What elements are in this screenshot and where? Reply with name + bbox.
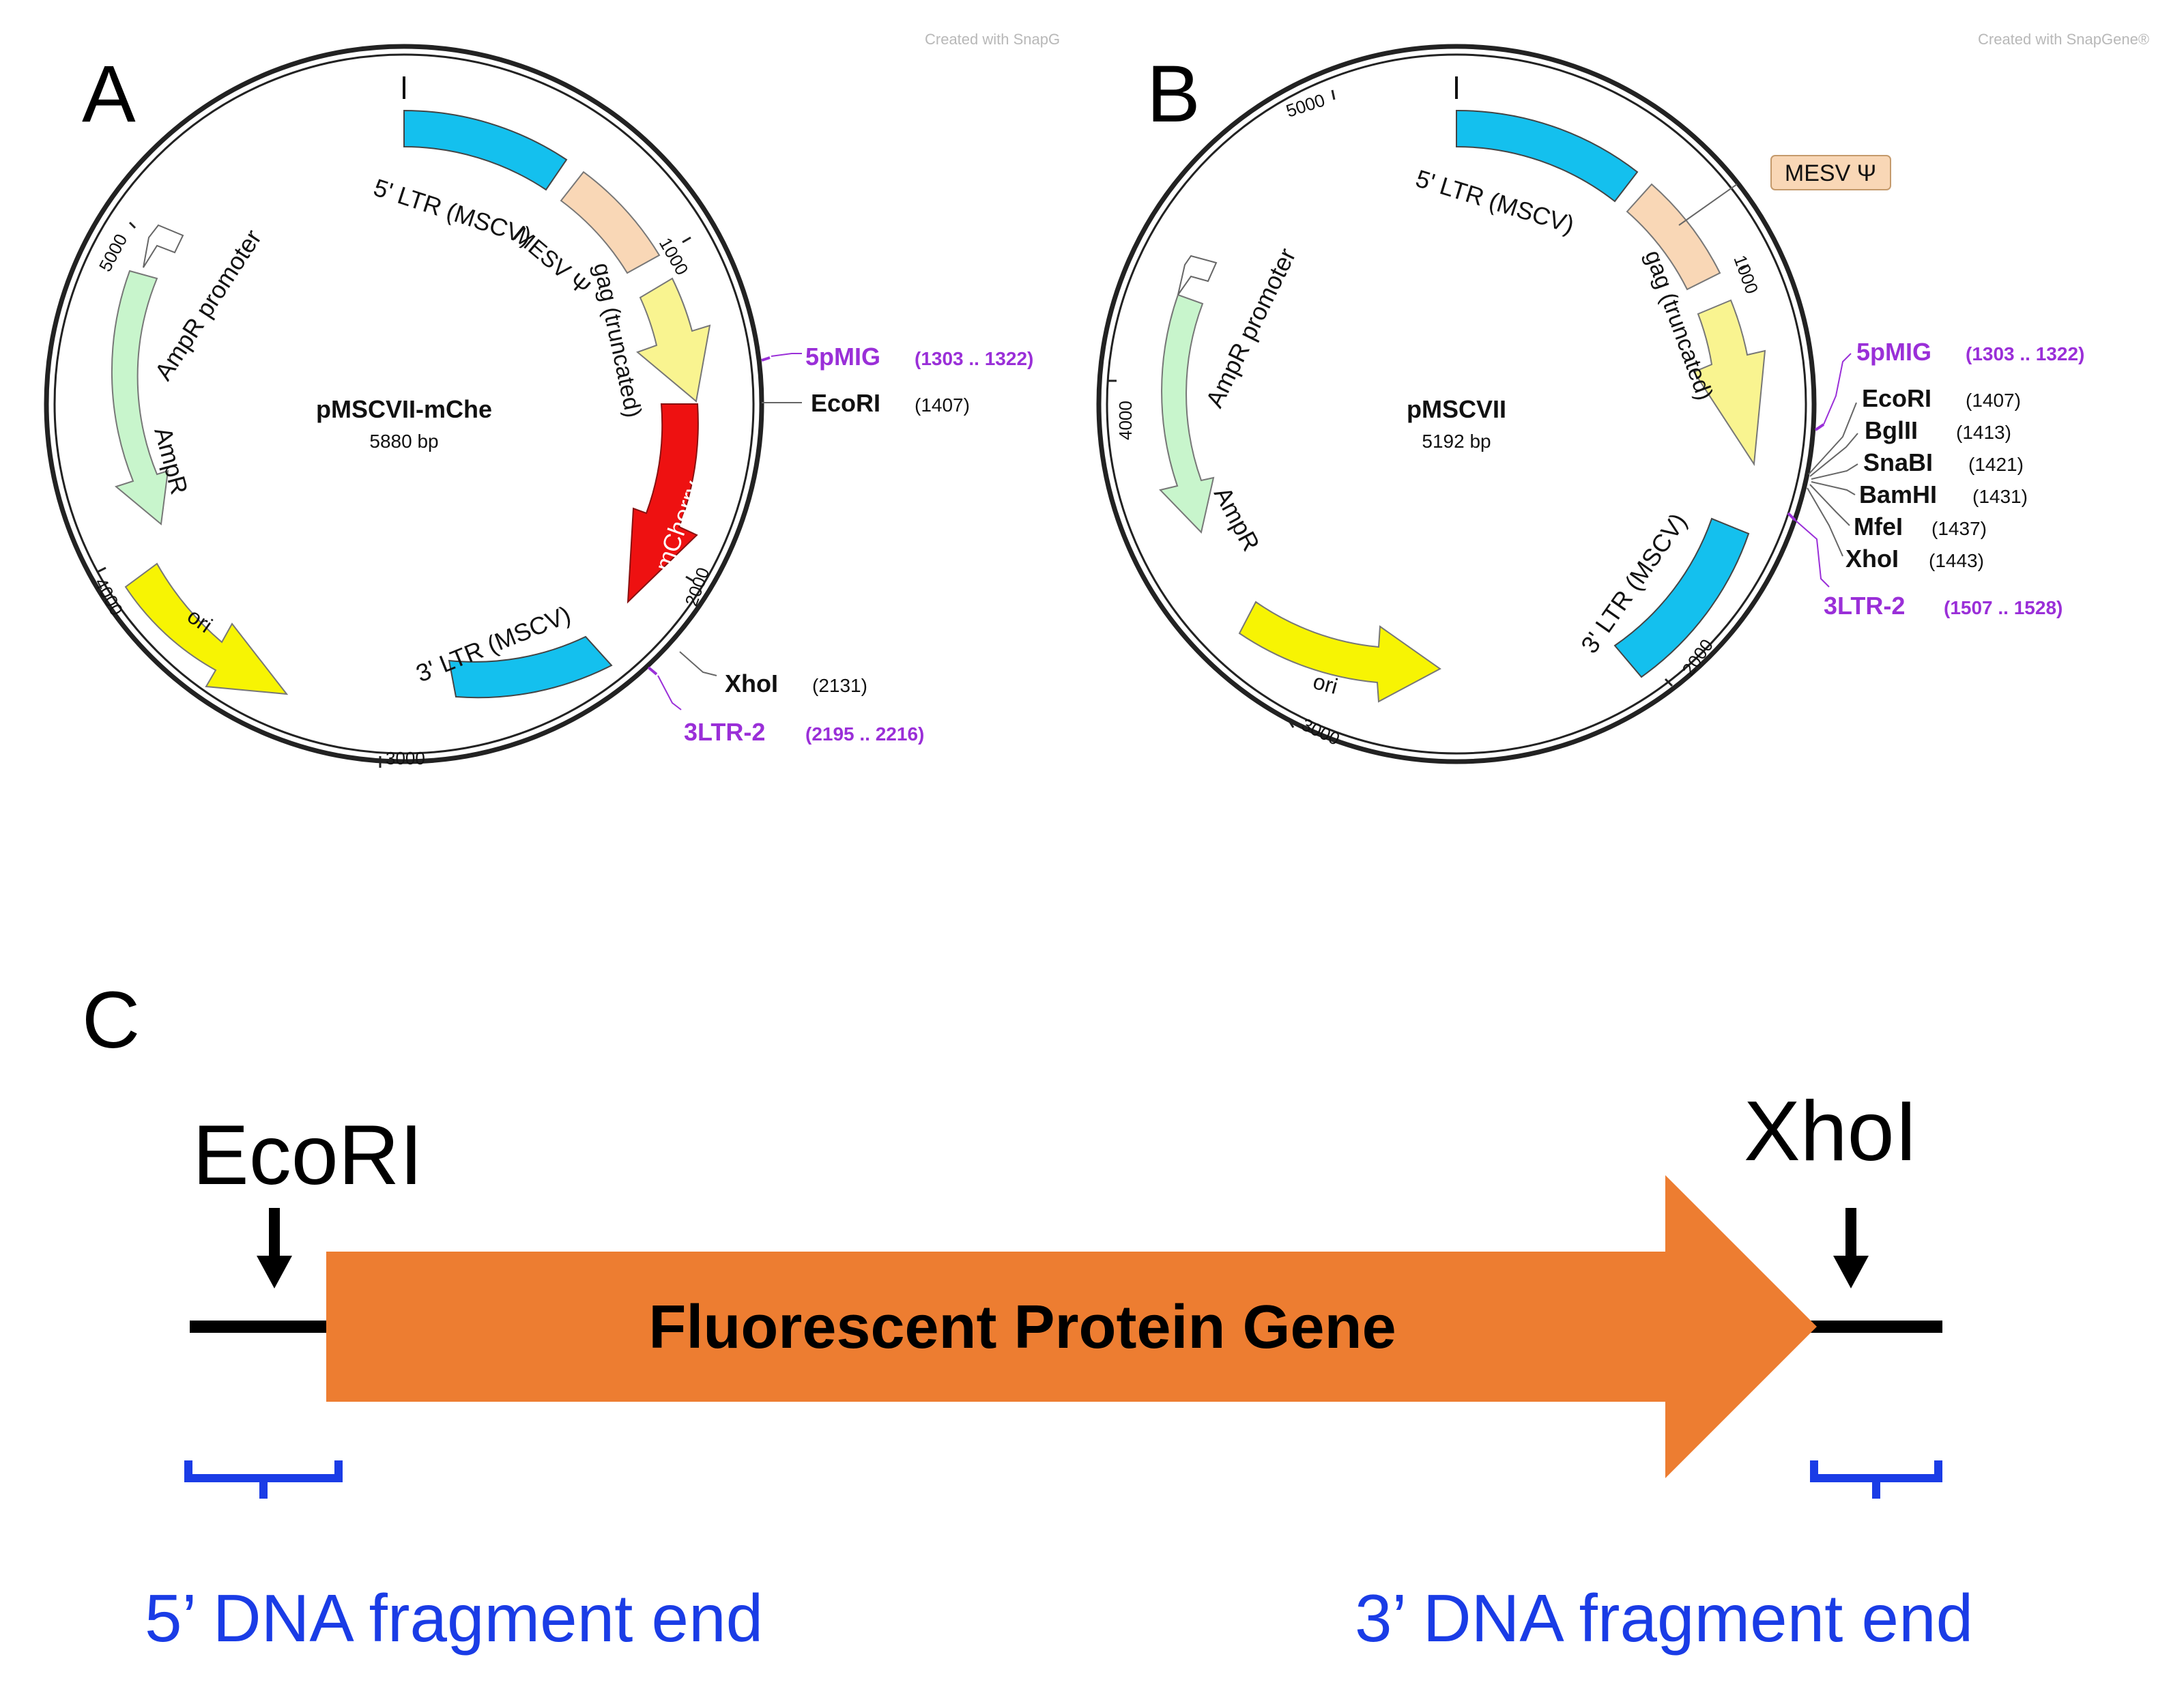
tick-b-3000: 3000 xyxy=(1298,714,1342,749)
panel-c-xhoi-label: XhoI xyxy=(1744,1084,1918,1179)
watermark-a: Created with SnapG xyxy=(925,31,1060,48)
plasmid-a-backbone-outer xyxy=(44,44,764,764)
fragment-5-end-label: 5’ DNA fragment end xyxy=(145,1581,763,1656)
site-b-bglii-name: BglII xyxy=(1865,416,1918,444)
fragment-3-end-label: 3’ DNA fragment end xyxy=(1355,1581,1973,1656)
site-a-ecori-pos: (1407) xyxy=(915,394,970,416)
label-b-ampr-promoter: AmpR promoter xyxy=(1200,244,1301,412)
site-b-enzyme-leaders xyxy=(1807,402,1858,557)
panel-a: A Created with SnapG 5' LTR (MSCV) MESV … xyxy=(44,31,1060,768)
site-b-bamhi-pos: (1431) xyxy=(1972,486,2028,507)
site-a-5pmig-pos: (1303 .. 1322) xyxy=(915,348,1033,369)
feature-a-mcherry xyxy=(627,403,699,604)
site-b-snabi-pos: (1421) xyxy=(1968,454,2024,475)
feature-b-mesv xyxy=(1626,183,1721,291)
panel-a-letter: A xyxy=(82,49,136,139)
site-a-5pmig-name: 5pMIG xyxy=(805,343,880,371)
site-a-5pmig: 5pMIG (1303 .. 1322) xyxy=(761,343,1033,371)
plasmid-a-backbone-inner xyxy=(53,53,755,755)
feature-a-ampr-promoter xyxy=(143,224,184,268)
site-a-3ltr2-name: 3LTR-2 xyxy=(684,718,765,746)
site-b-5pmig: 5pMIG (1303 .. 1322) xyxy=(1814,338,2084,431)
label-b-5ltr: 5' LTR (MSCV) xyxy=(1413,164,1578,238)
site-b-ecori: EcoRI (1407) xyxy=(1862,384,2021,412)
tick-a-5000: 5000 xyxy=(95,231,132,275)
gene-arrow-label: Fluorescent Protein Gene xyxy=(648,1293,1396,1361)
tick-a-2000: 2000 xyxy=(680,564,713,609)
site-b-xhoi: XhoI (1443) xyxy=(1845,545,1984,573)
feature-b-5ltr xyxy=(1456,109,1639,203)
panel-b-letter: B xyxy=(1147,49,1201,139)
ecori-cut-arrow xyxy=(257,1208,292,1288)
panel-c-letter: C xyxy=(82,975,140,1065)
plasmid-a-size: 5880 bp xyxy=(369,431,438,452)
site-a-3ltr2-pos: (2195 .. 2216) xyxy=(805,723,924,745)
plasmid-b-size: 5192 bp xyxy=(1422,431,1491,452)
xhoi-cut-arrow xyxy=(1833,1208,1869,1288)
site-a-ecori-name: EcoRI xyxy=(811,389,880,417)
feature-b-ori xyxy=(1238,601,1441,703)
site-b-5pmig-name: 5pMIG xyxy=(1856,338,1931,366)
site-a-xhoi-name: XhoI xyxy=(725,669,778,697)
site-b-ecori-name: EcoRI xyxy=(1862,384,1931,412)
feature-a-5ltr xyxy=(403,109,568,191)
site-b-3ltr2-name: 3LTR-2 xyxy=(1824,592,1905,620)
plasmid-b-name: pMSCVII xyxy=(1407,395,1506,423)
site-b-mfei-name: MfeI xyxy=(1854,513,1903,540)
feature-a-3ltr xyxy=(448,635,613,699)
site-b-bamhi-name: BamHI xyxy=(1859,480,1937,508)
label-b-ampr: AmpR xyxy=(1209,482,1265,556)
tick-a-4000: 4000 xyxy=(91,575,128,619)
tick-b-1000: 1000 xyxy=(1729,253,1762,297)
site-b-bglii: BglII (1413) xyxy=(1865,416,2011,444)
bracket-5-end xyxy=(184,1460,343,1499)
label-b-mesv-callout: MESV Ψ xyxy=(1678,155,1891,226)
feature-b-ampr xyxy=(1159,293,1215,534)
label-a-mesv: MESV Ψ xyxy=(508,222,595,300)
label-a-gag: gag (truncated) xyxy=(588,261,646,420)
panel-b: B Created with SnapGene® 5' LTR (MSCV) g… xyxy=(1096,31,2149,764)
tick-b-4000: 4000 xyxy=(1115,401,1136,440)
panel-c-ecori-label: EcoRI xyxy=(192,1108,423,1202)
site-b-ecori-pos: (1407) xyxy=(1966,390,2021,411)
plasmid-b-backbone-outer xyxy=(1096,44,1817,764)
plasmid-a-name: pMSCVII-mChe xyxy=(316,395,492,423)
site-b-5pmig-pos: (1303 .. 1322) xyxy=(1966,343,2084,364)
site-a-xhoi: XhoI (2131) xyxy=(679,651,867,697)
site-a-ecori: EcoRI (1407) xyxy=(762,389,970,417)
panel-c: C EcoRI XhoI Fluorescent Protein Gene 5’… xyxy=(82,975,1973,1656)
tick-b-5000: 5000 xyxy=(1284,89,1327,121)
watermark-b: Created with SnapGene® xyxy=(1978,31,2149,48)
gene-arrow xyxy=(326,1175,1817,1478)
plasmid-b-backbone-inner xyxy=(1106,53,1807,755)
site-b-3ltr2: 3LTR-2 (1507 .. 1528) xyxy=(1787,512,2063,620)
site-b-snabi-name: SnaBI xyxy=(1863,448,1933,476)
site-b-snabi: SnaBI (1421) xyxy=(1863,448,2024,476)
site-b-xhoi-name: XhoI xyxy=(1845,545,1899,573)
tick-a-3000: 3000 xyxy=(386,748,425,768)
site-a-xhoi-pos: (2131) xyxy=(812,675,867,696)
label-b-mesv: MESV Ψ xyxy=(1785,160,1876,186)
feature-b-gag xyxy=(1693,299,1766,466)
feature-a-ampr xyxy=(111,270,169,525)
feature-b-ampr-promoter xyxy=(1177,255,1218,295)
feature-a-ori xyxy=(124,562,289,695)
label-b-ori: ori xyxy=(1310,669,1340,699)
site-b-bamhi: BamHI (1431) xyxy=(1859,480,2028,508)
bracket-3-end xyxy=(1810,1460,1942,1499)
site-b-xhoi-pos: (1443) xyxy=(1929,550,1984,571)
site-b-3ltr2-pos: (1507 .. 1528) xyxy=(1944,597,2063,618)
feature-b-3ltr xyxy=(1613,517,1750,678)
site-b-mfei-pos: (1437) xyxy=(1931,518,1987,539)
site-a-3ltr2: 3LTR-2 (2195 .. 2216) xyxy=(647,666,924,746)
feature-a-mesv xyxy=(560,171,661,274)
site-b-bglii-pos: (1413) xyxy=(1956,422,2011,443)
feature-a-gag xyxy=(636,277,711,403)
site-b-mfei: MfeI (1437) xyxy=(1854,513,1987,540)
